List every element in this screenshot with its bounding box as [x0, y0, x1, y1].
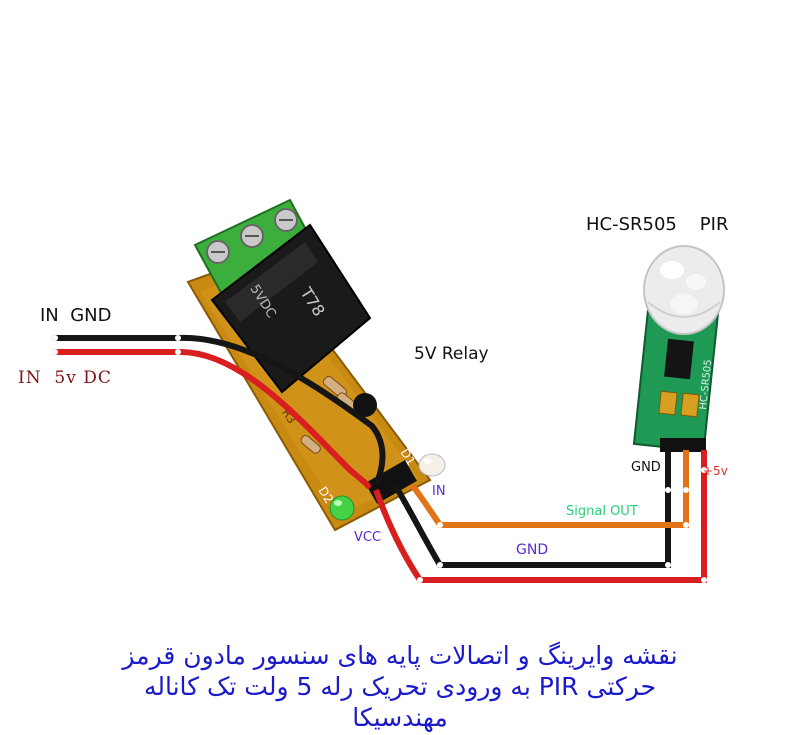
led-d1-icon — [418, 453, 446, 477]
label-wire-gnd: GND — [516, 542, 549, 558]
sensor-model-print: HC-SR505 — [698, 359, 714, 410]
label-wire-signal: Signal OUT — [566, 504, 638, 519]
label-relay-pin-in: IN — [432, 484, 446, 499]
pir-sensor: HC-SR505 — [632, 245, 725, 453]
wiring-diagram: 5VDC T78 R3 D1 D2 HC-SR505 — [52, 198, 725, 583]
label-power-in-gnd: IN GND — [40, 305, 112, 326]
wire-input-gnd — [52, 334, 386, 485]
wires — [52, 334, 707, 583]
relay-module: 5VDC T78 R3 D1 D2 — [186, 198, 446, 532]
led-d2-icon — [329, 495, 355, 521]
terminal-screw-icon — [206, 208, 298, 264]
label-relay-name: 5V Relay — [414, 344, 489, 364]
label-sensor-name: HC-SR505 PIR — [586, 214, 729, 235]
label-sensor-pin-5v: +5v — [703, 464, 728, 478]
caption-line-3: مهندسیکا — [352, 703, 448, 732]
wire-input-5v — [52, 348, 371, 489]
caption-line-1: نقشه وایرینگ و اتصالات پایه های سنسور ما… — [122, 641, 678, 670]
label-power-in-5v: IN 5v DC — [18, 368, 112, 388]
pir-dome-icon — [643, 245, 725, 335]
caption: نقشه وایرینگ و اتصالات پایه های سنسور ما… — [40, 640, 760, 733]
label-sensor-pin-gnd: GND — [631, 460, 661, 475]
caption-line-2: حرکتی PIR به ورودی تحریک رله 5 ولت تک کا… — [143, 672, 657, 701]
label-relay-pin-vcc: VCC — [354, 530, 382, 545]
